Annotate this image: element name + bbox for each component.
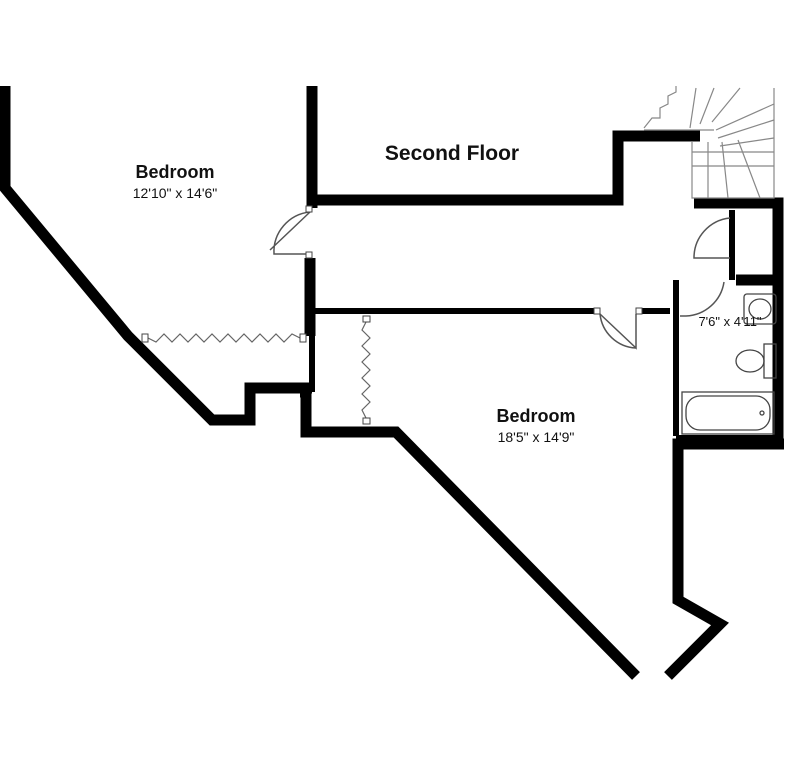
- main-bedroom-dimensions: 18'5" x 14'9": [498, 429, 575, 445]
- closet-bifold-door: [361, 321, 371, 419]
- sink: [743, 293, 777, 325]
- left-bedroom-door: [269, 211, 311, 255]
- doors: [269, 211, 731, 350]
- left-bifold-door: [147, 333, 301, 343]
- bath-door: [680, 281, 725, 317]
- interior-walls: [309, 210, 778, 441]
- staircase: [643, 86, 775, 199]
- bathroom-dimensions: 7'6" x 4'11": [698, 314, 761, 329]
- hallway-top-wall: [312, 130, 700, 206]
- left-bedroom-name: Bedroom: [135, 162, 214, 182]
- hall-closet-door: [693, 217, 731, 259]
- stair-outline: [691, 88, 775, 199]
- stair-bottom-wall: [694, 197, 784, 444]
- floor-title: Second Floor: [385, 142, 519, 165]
- left-bedroom-dimensions: 12'10" x 14'6": [133, 185, 218, 201]
- closet-bottom-wall: [300, 386, 640, 680]
- closet-doors: [147, 321, 371, 419]
- door-jambs: [141, 205, 643, 425]
- right-outer-wall-lower: [664, 438, 784, 680]
- bathtub: [681, 391, 775, 435]
- walls: [0, 86, 784, 680]
- main-bedroom-name: Bedroom: [496, 406, 575, 426]
- toilet: [735, 343, 777, 379]
- main-bedroom-door: [599, 313, 637, 350]
- stair-left-steps: [643, 86, 677, 129]
- bathroom-fixtures: [681, 293, 777, 435]
- stair-treads: [689, 87, 775, 199]
- left-outer-wall: [0, 86, 312, 426]
